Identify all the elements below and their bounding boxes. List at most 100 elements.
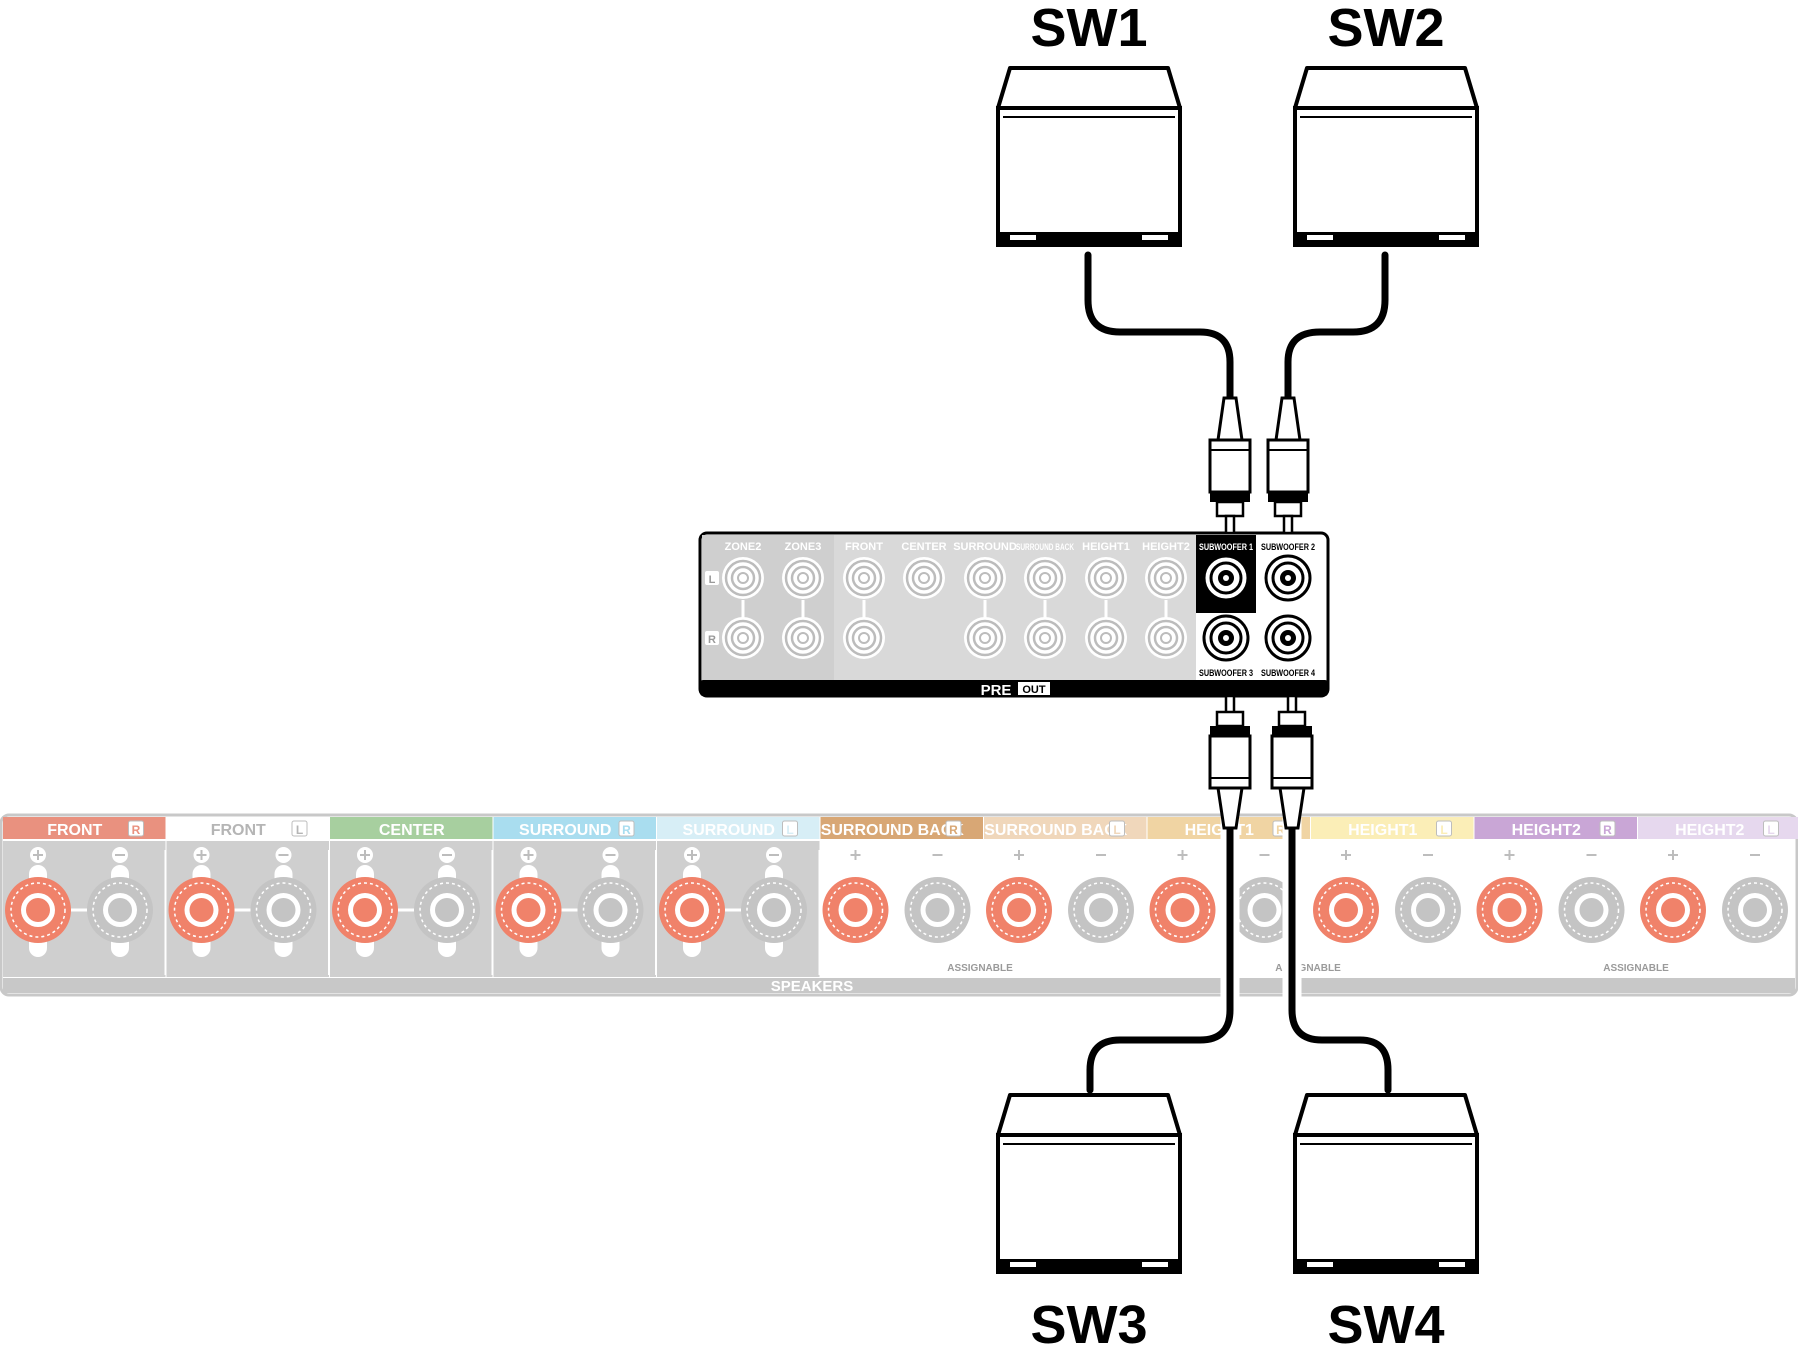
preout-zone-block (702, 535, 834, 680)
plus-icon (523, 850, 534, 860)
subwoofer-1-label: SUBWOOFER 1 (1199, 542, 1253, 552)
plus-terminal-center (1007, 898, 1031, 922)
speaker-side-label: R (1603, 823, 1612, 837)
subwoofer-2-label: SUBWOOFER 2 (1261, 542, 1315, 552)
jack-ring-outer (1147, 559, 1185, 597)
jack-ring-inner (851, 625, 877, 651)
jack-ring-inner (1032, 625, 1058, 651)
plug-sleeve (1215, 500, 1245, 518)
sw1-label: SW1 (1030, 0, 1147, 58)
plug-sleeve (1215, 710, 1245, 728)
subwoofer-base (998, 1259, 1180, 1272)
cable-sw4 (1288, 816, 1392, 1094)
jack-pin (1100, 632, 1112, 644)
jack-body (843, 557, 885, 599)
cables (1080, 251, 1398, 1100)
preout-jack-R (843, 617, 885, 659)
plus-terminal-center (680, 898, 704, 922)
jack-pin (918, 572, 930, 584)
plus-icon (1668, 850, 1678, 860)
rca-plug-sw3 (1208, 694, 1252, 830)
plus-terminal-center (1661, 898, 1685, 922)
speaker-section-name: FRONT (211, 822, 266, 839)
plus-terminal-center (353, 898, 377, 922)
plus-terminal-center (26, 898, 50, 922)
plus-terminal-ridge (827, 882, 884, 938)
minus-terminal-center (1579, 898, 1604, 922)
subwoofer-foot-right (1142, 1262, 1168, 1267)
jack-pin (979, 632, 991, 644)
channel-R-label: R (708, 634, 716, 646)
speaker-section-header (657, 817, 820, 839)
plus-terminal-ridge (664, 882, 720, 938)
preout-group-label: ZONE2 (725, 541, 762, 553)
plug-body (1266, 438, 1310, 494)
jack-body (1145, 617, 1187, 659)
plug-band (1272, 726, 1312, 736)
jack-pin (1039, 632, 1051, 644)
subwoofer-foot-right (1439, 1262, 1465, 1267)
jack-pin (1100, 572, 1112, 584)
minus-terminal-center (598, 898, 623, 922)
minus-terminal-center (108, 898, 132, 922)
jack-body (722, 557, 764, 599)
subwoofer-top (996, 66, 1182, 110)
plus-icon (1504, 850, 1515, 860)
plus-terminal-center (1170, 898, 1195, 922)
minus-terminal-center (762, 898, 786, 922)
speaker-side-label: L (1113, 823, 1120, 837)
plus-icon (687, 850, 697, 860)
subwoofer-3-label: SUBWOOFER 3 (1199, 668, 1253, 678)
jack-body (782, 617, 824, 659)
subwoofer-4-jack (1264, 614, 1312, 662)
sw2-label: SW2 (1327, 0, 1444, 58)
jack-body (903, 557, 945, 599)
jack-ring-outer (905, 559, 943, 597)
preout-jack-R (1024, 617, 1066, 659)
speaker-side-label: L (296, 823, 303, 837)
plus-icon (850, 850, 861, 860)
plus-terminal-ridge (337, 882, 393, 938)
assignable-label: ASSIGNABLE (947, 963, 1013, 974)
speaker-side-box (782, 820, 798, 837)
plug-sleeve (1277, 710, 1307, 728)
speaker-section-name: SURROUND BACK (821, 822, 965, 839)
plug-pin (1224, 514, 1236, 535)
cable-sw1 (1084, 251, 1234, 404)
speaker-side-box (1599, 820, 1616, 837)
jack-pin (797, 572, 809, 584)
speaker-section-name: SURROUND (683, 822, 775, 839)
speaker-side-label: L (786, 823, 793, 837)
plus-terminal-ridge (173, 882, 230, 938)
jack-pin (1039, 572, 1051, 584)
minus-terminal-center (1089, 898, 1113, 922)
minus-terminal-ridge (1073, 882, 1129, 938)
minus-terminal-ridge (582, 882, 639, 938)
speaker-section-2: FRONT L (166, 817, 331, 977)
preout-group-label: SURROUND (953, 541, 1017, 553)
speaker-section-name: HEIGHT2 (1512, 822, 1581, 839)
speaker-side-label: R (132, 823, 141, 837)
subwoofer-2-jack (1264, 554, 1312, 602)
subwoofer-front (996, 1133, 1182, 1274)
speaker-section-5: SURROUND L (657, 817, 822, 977)
jack-pin (737, 572, 749, 584)
jack-pin (797, 632, 809, 644)
speaker-section-name: SURROUND BACK (984, 822, 1128, 839)
subwoofer-foot-left (1010, 235, 1036, 240)
jack-ring-outer (784, 559, 822, 597)
jack-ring-outer (845, 619, 883, 657)
subwoofer-foot-left (1010, 1262, 1036, 1267)
jack-ring-outer (784, 619, 822, 657)
speaker-side-label: R (1276, 823, 1285, 837)
subwoofer-foot-left (1307, 235, 1333, 240)
preout-group-label: HEIGHT1 (1082, 541, 1130, 553)
jack-pin (858, 632, 870, 644)
preout-jack-L (1085, 557, 1127, 599)
sw3-label: SW3 (1030, 1295, 1147, 1355)
speaker-section-header (330, 817, 493, 839)
